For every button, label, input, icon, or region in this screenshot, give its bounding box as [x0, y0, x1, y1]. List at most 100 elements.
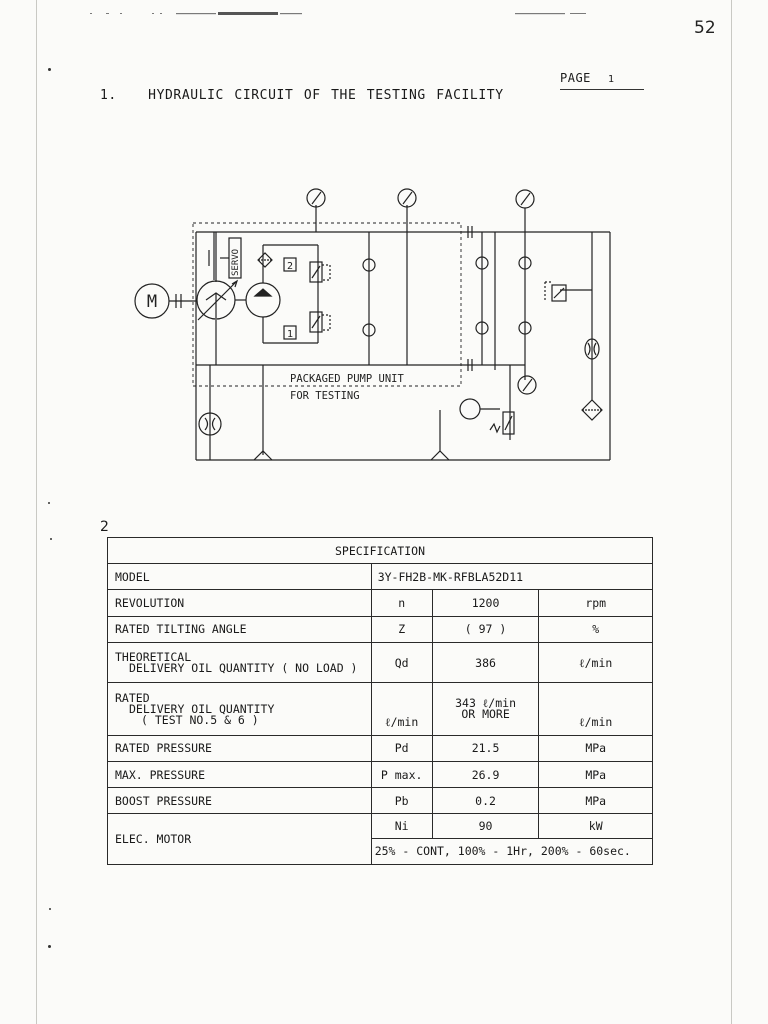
- row-unit: MPa: [538, 760, 653, 789]
- pressure-gauge-icon: [397, 188, 417, 208]
- row-symbol: Pb: [370, 787, 433, 815]
- row-value-line: OR MORE: [461, 707, 510, 722]
- scan-speck: [48, 68, 51, 71]
- servo-label: SERVO: [231, 249, 241, 276]
- row-symbol: Qd: [370, 641, 433, 684]
- row-value: 26.9: [431, 760, 540, 789]
- row-value: 21.5: [431, 734, 540, 763]
- row-label: REVOLUTION: [107, 589, 372, 617]
- row-unit: ℓ/min: [538, 682, 653, 736]
- table-row: 25% - CONT, 100% - 1Hr, 200% - 60sec.: [108, 837, 654, 866]
- motor-symbol: M: [147, 292, 157, 312]
- table-number: 2: [100, 519, 109, 535]
- pressure-gauge-icon: [306, 188, 326, 208]
- section-title-text: HYDRAULIC CIRCUIT OF THE TESTING FACILIT…: [148, 88, 504, 103]
- flow-meter-icon: [198, 412, 222, 436]
- motor-symbol: Ni: [370, 813, 433, 839]
- row-value: 0.2: [431, 787, 540, 815]
- relief-valve-icon: [309, 311, 331, 333]
- row-value: 343 ℓ/min OR MORE: [431, 682, 540, 736]
- row-unit: ℓ/min: [538, 641, 653, 684]
- hydraulic-lines: [195, 205, 611, 461]
- row-unit: MPa: [538, 734, 653, 763]
- table-row: RATED DELIVERY OIL QUANTITY ( TEST NO.5 …: [107, 682, 653, 736]
- row-value: 386: [431, 641, 540, 684]
- motor-value: 90: [431, 813, 540, 839]
- row-symbol: n: [370, 589, 433, 617]
- section-title: 1. HYDRAULIC CIRCUIT OF THE TESTING FACI…: [100, 88, 504, 103]
- row-label-line: ( TEST NO.5 & 6 ): [141, 712, 259, 727]
- scan-speck: [48, 502, 50, 504]
- scan-speck: [50, 538, 52, 540]
- row-label: RATED PRESSURE: [107, 734, 372, 763]
- row-unit: rpm: [538, 589, 653, 617]
- relief-valve-icon: [309, 261, 331, 283]
- port-label-1: 1: [287, 329, 293, 340]
- table-row: THEORETICAL DELIVERY OIL QUANTITY ( NO L…: [107, 641, 653, 684]
- section-number: 1.: [100, 88, 117, 103]
- check-valve-icon: [362, 323, 376, 337]
- table-title: SPECIFICATION: [107, 536, 653, 565]
- table-row: RATED TILTING ANGLE Z ( 97 ) %: [107, 615, 653, 643]
- page-label-text: PAGE: [560, 71, 591, 85]
- page-edge-left: [36, 0, 37, 1024]
- page-edge-right: [731, 0, 732, 1024]
- row-value-line: 343 ℓ/min: [455, 696, 516, 711]
- table-row: MODEL 3Y-FH2B-MK-RFBLA52D11: [107, 563, 654, 591]
- pump-icon: [459, 398, 500, 420]
- page-label-value: 1: [608, 74, 615, 85]
- table-row: REVOLUTION n 1200 rpm: [107, 589, 653, 617]
- row-label-line: DELIVERY OIL QUANTITY ( NO LOAD ): [129, 660, 358, 675]
- motor-unit: kW: [538, 813, 653, 839]
- row-label-line: DELIVERY OIL QUANTITY: [129, 701, 275, 716]
- row-unit: MPa: [538, 787, 653, 815]
- pump-unit-caption-line2: FOR TESTING: [290, 390, 360, 402]
- pump-icon: [196, 279, 239, 321]
- row-label: RATED DELIVERY OIL QUANTITY ( TEST NO.5 …: [107, 682, 372, 736]
- scan-speck: [49, 908, 51, 910]
- flow-meter-icon: [584, 338, 600, 360]
- row-label-line: THEORETICAL: [115, 649, 192, 664]
- model-label: MODEL: [107, 563, 372, 591]
- port-marker: 1: [283, 325, 297, 340]
- motor-duty: 25% - CONT, 100% - 1Hr, 200% - 60sec.: [370, 837, 654, 866]
- table-row: MAX. PRESSURE P max. 26.9 MPa: [107, 760, 653, 789]
- row-label: RATED TILTING ANGLE: [107, 615, 372, 643]
- check-valve-icon: [518, 321, 532, 335]
- table-row: RATED PRESSURE Pd 21.5 MPa: [107, 734, 653, 763]
- tank-icon: [430, 450, 450, 461]
- row-label-line: RATED: [115, 690, 150, 705]
- row-unit: %: [538, 615, 653, 643]
- scan-speck: [48, 945, 51, 948]
- check-valve-icon: [475, 321, 489, 335]
- hydraulic-circuit-diagram: M SERVO: [120, 180, 640, 480]
- check-valve-icon: [475, 256, 489, 270]
- row-symbol: P max.: [370, 760, 433, 789]
- check-valve-icon: [362, 258, 376, 272]
- check-valve-icon: [518, 256, 532, 270]
- table-row: ELEC. MOTOR Ni 90 kW: [107, 813, 653, 865]
- row-value: ( 97 ): [431, 615, 540, 643]
- pump-unit-caption: PACKAGED PUMP UNIT: [290, 373, 404, 385]
- relief-valve-icon: [489, 411, 515, 435]
- servo-control: SERVO: [208, 232, 242, 280]
- page-label-underline: [560, 89, 644, 90]
- specification-table: SPECIFICATION MODEL 3Y-FH2B-MK-RFBLA52D1…: [107, 536, 654, 866]
- row-label: MAX. PRESSURE: [107, 760, 372, 789]
- row-label: THEORETICAL DELIVERY OIL QUANTITY ( NO L…: [107, 641, 372, 684]
- row-value: 1200: [431, 589, 540, 617]
- pump-icon: [235, 282, 281, 318]
- page-number: 52: [694, 18, 716, 38]
- port-label-2: 2: [287, 261, 293, 272]
- model-value: 3Y-FH2B-MK-RFBLA52D11: [370, 563, 654, 591]
- pressure-gauge-icon: [515, 189, 535, 209]
- row-label: BOOST PRESSURE: [107, 787, 372, 815]
- table-row: BOOST PRESSURE Pb 0.2 MPa: [107, 787, 653, 815]
- filter-icon: [581, 399, 603, 421]
- motor-icon: M: [134, 283, 196, 319]
- filter-icon: [257, 252, 273, 268]
- relief-valve-icon: [544, 281, 567, 302]
- row-symbol: Pd: [370, 734, 433, 763]
- row-symbol: Z: [370, 615, 433, 643]
